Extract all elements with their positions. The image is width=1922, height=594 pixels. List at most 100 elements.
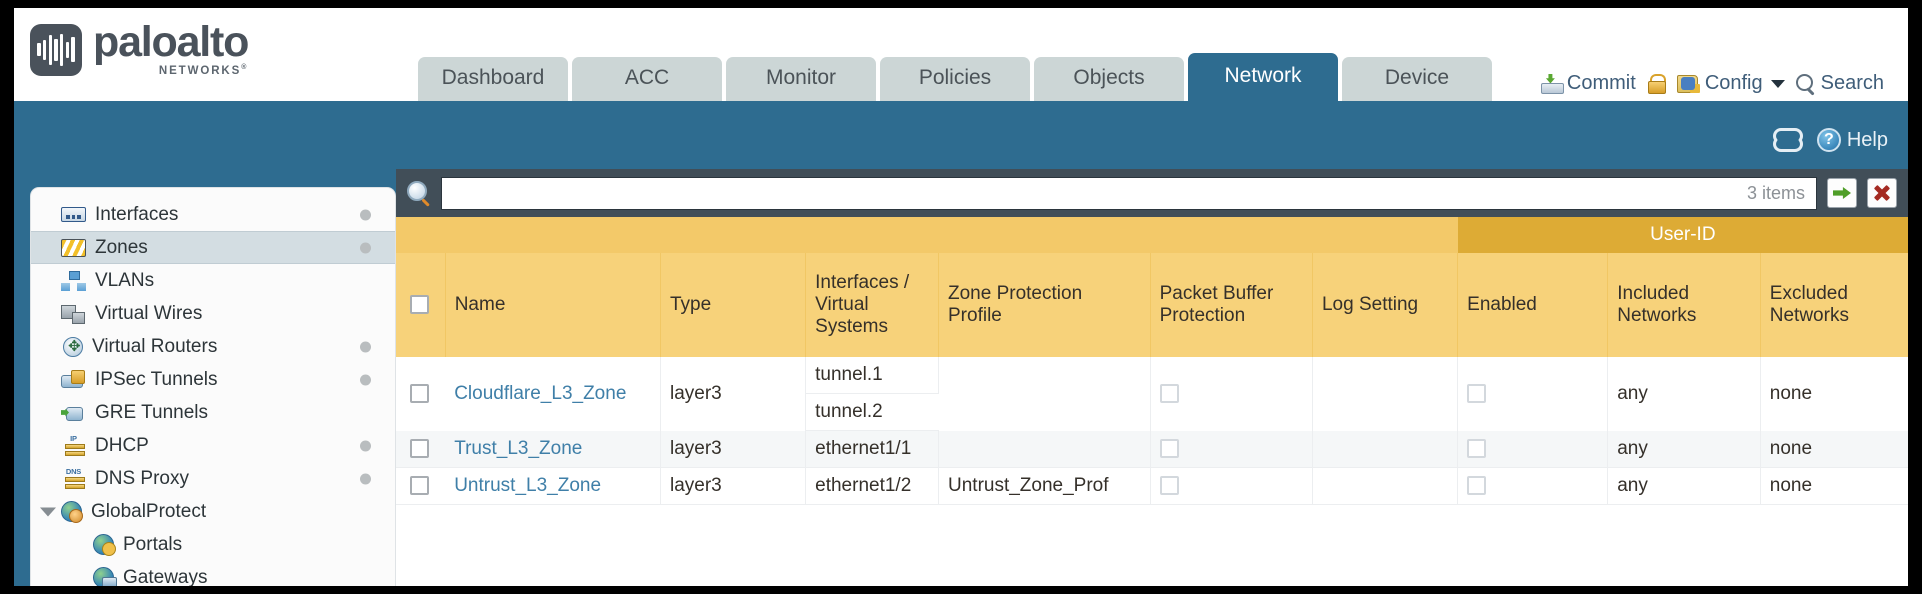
col-header-enabled[interactable]: Enabled xyxy=(1457,253,1609,357)
cell-included-networks: any xyxy=(1607,357,1761,431)
col-header-interfaces[interactable]: Interfaces / Virtual Systems xyxy=(805,253,939,357)
userid-enabled-checkbox[interactable] xyxy=(1467,384,1487,404)
row-checkbox[interactable] xyxy=(410,476,429,496)
sidebar: Interfaces Zones VLANs Virtual Wires Vir… xyxy=(30,187,396,586)
gre-tunnels-icon xyxy=(61,403,86,423)
globalprotect-icon xyxy=(61,501,83,523)
gateways-icon xyxy=(93,567,117,586)
cell-zone-protection-profile xyxy=(938,430,1151,468)
zones-icon xyxy=(61,238,86,257)
sidebar-item-zones[interactable]: Zones xyxy=(31,231,395,264)
cell-type: layer3 xyxy=(660,357,807,431)
sidebar-item-virtual-wires[interactable]: Virtual Wires xyxy=(31,297,395,330)
col-header-excluded-networks[interactable]: Excluded Networks xyxy=(1760,253,1908,357)
tab-policies[interactable]: Policies xyxy=(880,57,1030,101)
sidebar-item-label: DNS Proxy xyxy=(95,467,189,489)
tab-objects[interactable]: Objects xyxy=(1034,57,1184,101)
sidebar-item-label: GRE Tunnels xyxy=(95,401,208,423)
cell-name[interactable]: Trust_L3_Zone xyxy=(445,430,661,468)
brand-logo: paloalto NETWORKS® xyxy=(30,18,249,77)
help-label: Help xyxy=(1846,128,1888,151)
expander-triangle-icon[interactable] xyxy=(40,507,56,516)
tab-monitor[interactable]: Monitor xyxy=(726,57,876,101)
table-group-header-row: User-ID xyxy=(396,217,1908,253)
sidebar-item-label: Gateways xyxy=(123,566,208,587)
col-header-name[interactable]: Name xyxy=(445,253,661,357)
cell-name[interactable]: Untrust_L3_Zone xyxy=(445,467,661,505)
col-header-zone-protection-profile[interactable]: Zone Protection Profile xyxy=(938,253,1151,357)
sidebar-item-label: GlobalProtect xyxy=(91,500,207,522)
tab-dashboard[interactable]: Dashboard xyxy=(418,57,568,101)
packet-buffer-protection-checkbox[interactable] xyxy=(1159,439,1179,459)
col-header-packet-buffer-protection[interactable]: Packet Buffer Protection xyxy=(1150,253,1313,357)
cell-userid-enabled xyxy=(1457,430,1609,468)
dhcp-icon: IP xyxy=(61,435,86,456)
lock-icon[interactable] xyxy=(1647,73,1666,94)
sidebar-item-dns-proxy[interactable]: DNS DNS Proxy xyxy=(31,462,395,495)
app-header: paloalto NETWORKS® Dashboard ACC Monitor… xyxy=(14,8,1908,101)
utility-links: Commit Config Search xyxy=(1540,72,1884,95)
tab-network[interactable]: Network xyxy=(1188,53,1338,101)
tab-acc[interactable]: ACC xyxy=(572,57,722,101)
sidebar-item-label: DHCP xyxy=(95,434,149,456)
chevron-down-icon xyxy=(1770,79,1785,88)
sidebar-item-globalprotect[interactable]: GlobalProtect xyxy=(31,495,395,528)
cell-log-setting xyxy=(1312,467,1459,505)
select-all-checkbox[interactable] xyxy=(410,294,429,314)
config-menu[interactable]: Config xyxy=(1676,72,1785,95)
sidebar-item-vlans[interactable]: VLANs xyxy=(31,264,395,297)
cell-interface: tunnel.2 xyxy=(805,393,939,431)
sidebar-item-ipsec-tunnels[interactable]: IPSec Tunnels xyxy=(31,363,395,396)
sidebar-item-gre-tunnels[interactable]: GRE Tunnels xyxy=(31,396,395,429)
col-header-log-setting[interactable]: Log Setting xyxy=(1312,253,1459,357)
cell-packet-buffer-protection xyxy=(1150,467,1313,505)
cell-interface: ethernet1/1 xyxy=(805,430,939,468)
ipsec-tunnels-icon xyxy=(61,369,86,390)
dns-proxy-icon: DNS xyxy=(61,468,86,489)
sidebar-item-virtual-routers[interactable]: Virtual Routers xyxy=(31,330,395,363)
userid-enabled-checkbox[interactable] xyxy=(1467,439,1487,459)
status-dot xyxy=(360,209,371,220)
cell-type: layer3 xyxy=(660,430,807,468)
zones-table: User-ID Name Type Interfaces / Virtual S… xyxy=(396,217,1908,505)
commit-button[interactable]: Commit xyxy=(1540,72,1636,95)
table-row[interactable]: Untrust_L3_Zone layer3 ethernet1/2 Untru… xyxy=(396,467,1908,505)
sidebar-item-portals[interactable]: Portals xyxy=(31,528,395,561)
packet-buffer-protection-checkbox[interactable] xyxy=(1159,476,1179,496)
clear-filter-button[interactable] xyxy=(1867,178,1897,208)
help-button[interactable]: ? Help xyxy=(1816,128,1888,152)
userid-enabled-checkbox[interactable] xyxy=(1467,476,1487,496)
brand-name: paloalto xyxy=(93,18,249,66)
sidebar-item-label: Portals xyxy=(123,533,183,555)
sidebar-item-label: IPSec Tunnels xyxy=(95,368,218,390)
col-header-type[interactable]: Type xyxy=(660,253,807,357)
table-header-row: Name Type Interfaces / Virtual Systems Z… xyxy=(396,253,1908,357)
sidebar-item-dhcp[interactable]: IP DHCP xyxy=(31,429,395,462)
refresh-icon[interactable] xyxy=(1772,128,1803,152)
magnifier-icon[interactable] xyxy=(407,181,431,205)
select-all-header xyxy=(396,253,446,357)
packet-buffer-protection-checkbox[interactable] xyxy=(1159,384,1179,404)
search-input[interactable]: 3 items xyxy=(441,176,1817,210)
cell-excluded-networks: none xyxy=(1760,467,1908,505)
table-row[interactable]: Cloudflare_L3_Zone layer3 tunnel.1 any n… xyxy=(396,357,1908,431)
sidebar-item-label: Virtual Routers xyxy=(92,335,218,357)
status-dot xyxy=(360,473,371,484)
vlans-icon xyxy=(61,270,86,291)
sidebar-item-gateways[interactable]: Gateways xyxy=(31,561,395,586)
cell-interface: ethernet1/2 xyxy=(805,467,939,505)
row-checkbox[interactable] xyxy=(410,439,429,459)
row-select-cell xyxy=(396,467,446,505)
apply-filter-button[interactable] xyxy=(1827,178,1857,208)
cell-name[interactable]: Cloudflare_L3_Zone xyxy=(445,357,661,431)
row-checkbox[interactable] xyxy=(410,384,429,404)
search-button[interactable]: Search xyxy=(1795,72,1884,95)
window-bottom-edge xyxy=(0,586,1922,594)
status-dot xyxy=(360,374,371,385)
interfaces-icon xyxy=(61,207,86,222)
sidebar-item-interfaces[interactable]: Interfaces xyxy=(31,198,395,231)
tab-device[interactable]: Device xyxy=(1342,57,1492,101)
col-header-included-networks[interactable]: Included Networks xyxy=(1607,253,1761,357)
table-row[interactable]: Trust_L3_Zone layer3 ethernet1/1 any non… xyxy=(396,430,1908,468)
